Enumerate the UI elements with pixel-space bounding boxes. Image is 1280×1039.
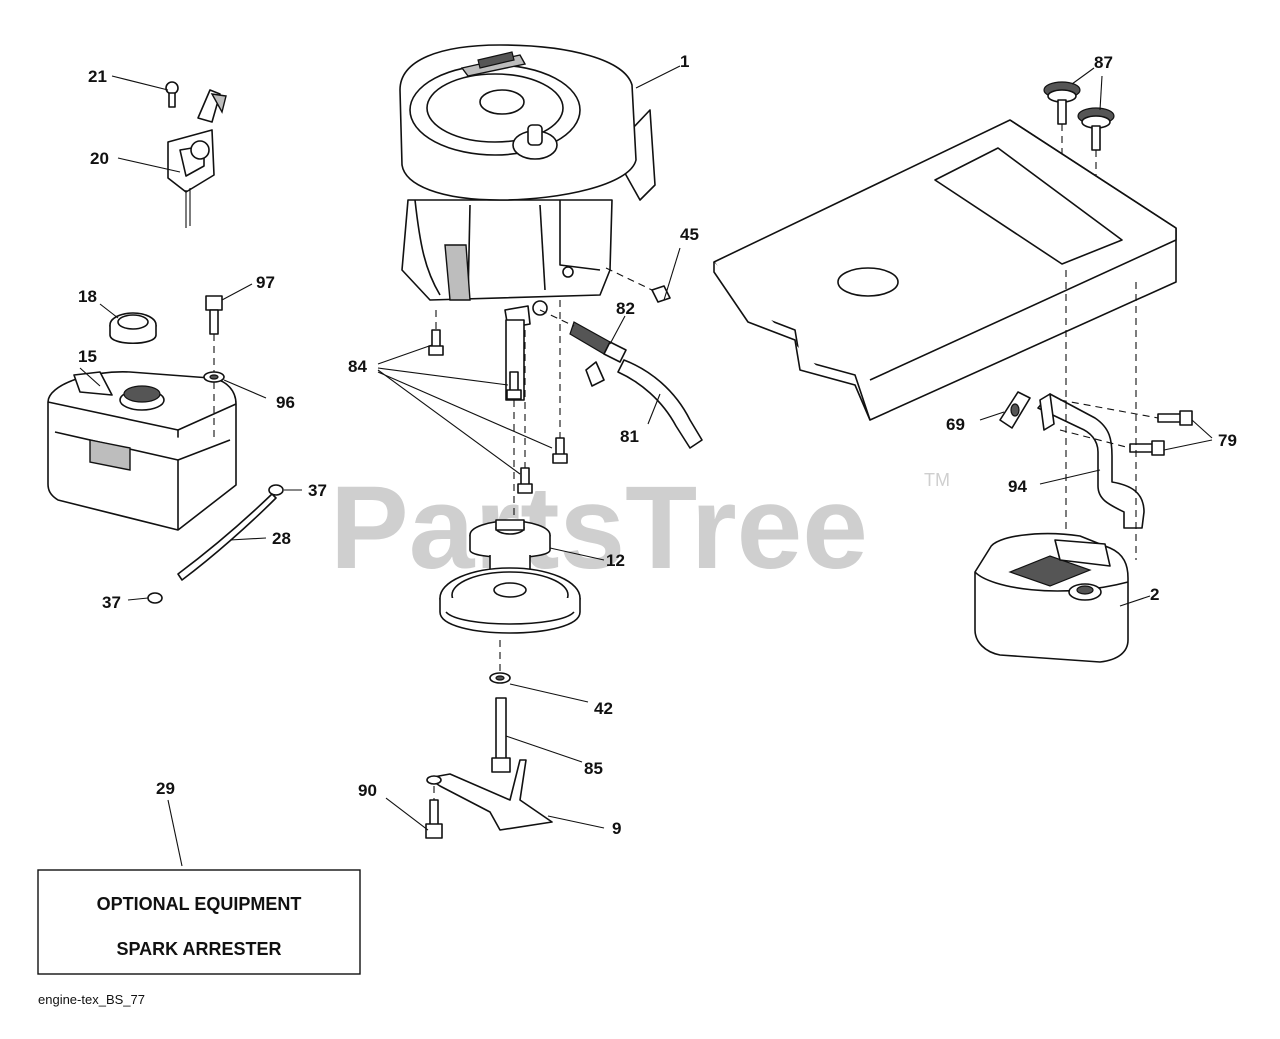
part-label-85[interactable]: 85 xyxy=(584,759,603,778)
leader-79b xyxy=(1163,439,1213,451)
part-label-79[interactable]: 79 xyxy=(1218,431,1237,450)
engine-bolts-drawing xyxy=(428,329,568,494)
part-label-82[interactable]: 82 xyxy=(616,299,635,318)
part-label-81[interactable]: 81 xyxy=(620,427,639,446)
part-label-42[interactable]: 42 xyxy=(594,699,613,718)
part-label-21[interactable]: 21 xyxy=(88,67,107,86)
part-label-15[interactable]: 15 xyxy=(78,347,97,366)
washer-96-drawing xyxy=(203,371,225,383)
optional-equipment-title: OPTIONAL EQUIPMENT xyxy=(97,894,302,914)
bolt-90-drawing xyxy=(425,799,443,839)
part-label-12[interactable]: 12 xyxy=(606,551,625,570)
part-label-69[interactable]: 69 xyxy=(946,415,965,434)
throttle-control-drawing xyxy=(165,81,227,228)
leader-84a xyxy=(377,344,433,365)
part-label-20[interactable]: 20 xyxy=(90,149,109,168)
part-label-96[interactable]: 96 xyxy=(276,393,295,412)
leader-79a xyxy=(1191,419,1213,439)
fuel-line-28-drawing xyxy=(147,484,284,604)
part-label-28[interactable]: 28 xyxy=(272,529,291,548)
fuel-cap-18-drawing xyxy=(109,312,157,344)
leader-20 xyxy=(117,157,181,173)
watermark-trademark: TM xyxy=(924,470,950,490)
part-label-37a[interactable]: 37 xyxy=(308,481,327,500)
nut-45-drawing xyxy=(651,285,671,303)
leader-96 xyxy=(223,379,267,399)
spark-arrester-label: SPARK ARRESTER xyxy=(116,939,281,959)
part-label-45[interactable]: 45 xyxy=(680,225,699,244)
leader-28 xyxy=(229,537,267,541)
leader-37b xyxy=(127,597,149,601)
engine-drawing xyxy=(399,44,656,401)
leader-1 xyxy=(635,65,681,89)
leader-2 xyxy=(1119,595,1151,607)
leader-84d xyxy=(377,369,521,475)
leader-29 xyxy=(167,799,183,867)
bolts-79-drawing xyxy=(1129,410,1193,456)
leader-21 xyxy=(111,75,169,91)
watermark-text: PartsTree xyxy=(330,462,868,594)
fuel-fitting-drawing xyxy=(569,321,703,449)
leader-69 xyxy=(979,411,1005,421)
leader-42 xyxy=(509,683,589,703)
part-label-9[interactable]: 9 xyxy=(612,819,621,838)
part-label-37b[interactable]: 37 xyxy=(102,593,121,612)
leader-15 xyxy=(79,367,101,387)
pulley-large-drawing xyxy=(439,567,581,634)
leader-90 xyxy=(385,797,429,831)
leader-87a xyxy=(1071,67,1095,85)
bolt-85-drawing xyxy=(491,697,511,773)
leader-82 xyxy=(609,315,626,345)
part-label-90[interactable]: 90 xyxy=(358,781,377,800)
part-label-87[interactable]: 87 xyxy=(1094,53,1113,72)
leader-94 xyxy=(1039,469,1101,485)
diagram-caption: engine-tex_BS_77 xyxy=(38,992,145,1007)
optional-equipment-box xyxy=(37,869,361,975)
leader-81 xyxy=(647,393,661,425)
leader-84c xyxy=(377,371,553,449)
exhaust-pipe-94-drawing xyxy=(1037,393,1145,529)
muffler-2-drawing xyxy=(974,532,1129,663)
leader-85 xyxy=(505,735,583,763)
part-label-1[interactable]: 1 xyxy=(680,52,689,71)
leader-97 xyxy=(221,283,253,301)
part-label-29[interactable]: 29 xyxy=(156,779,175,798)
bracket-9-drawing xyxy=(426,759,553,831)
leader-87b xyxy=(1099,75,1103,111)
leader-45 xyxy=(663,247,681,301)
part-label-97[interactable]: 97 xyxy=(256,273,275,292)
leader-18 xyxy=(99,303,119,319)
bolt-97-drawing xyxy=(205,295,223,335)
chassis-plate-drawing xyxy=(713,119,1177,421)
leader-9 xyxy=(547,815,605,829)
part-label-18[interactable]: 18 xyxy=(78,287,97,306)
fuel-tank-15-drawing xyxy=(47,371,237,531)
part-label-94[interactable]: 94 xyxy=(1008,477,1027,496)
leader-84b xyxy=(377,367,509,386)
part-label-2[interactable]: 2 xyxy=(1150,585,1159,604)
gasket-69-drawing xyxy=(999,391,1031,429)
knobs-87-drawing xyxy=(1043,81,1115,151)
leader-12 xyxy=(549,547,605,561)
part-label-84[interactable]: 84 xyxy=(348,357,367,376)
washer-42-drawing xyxy=(489,672,511,684)
